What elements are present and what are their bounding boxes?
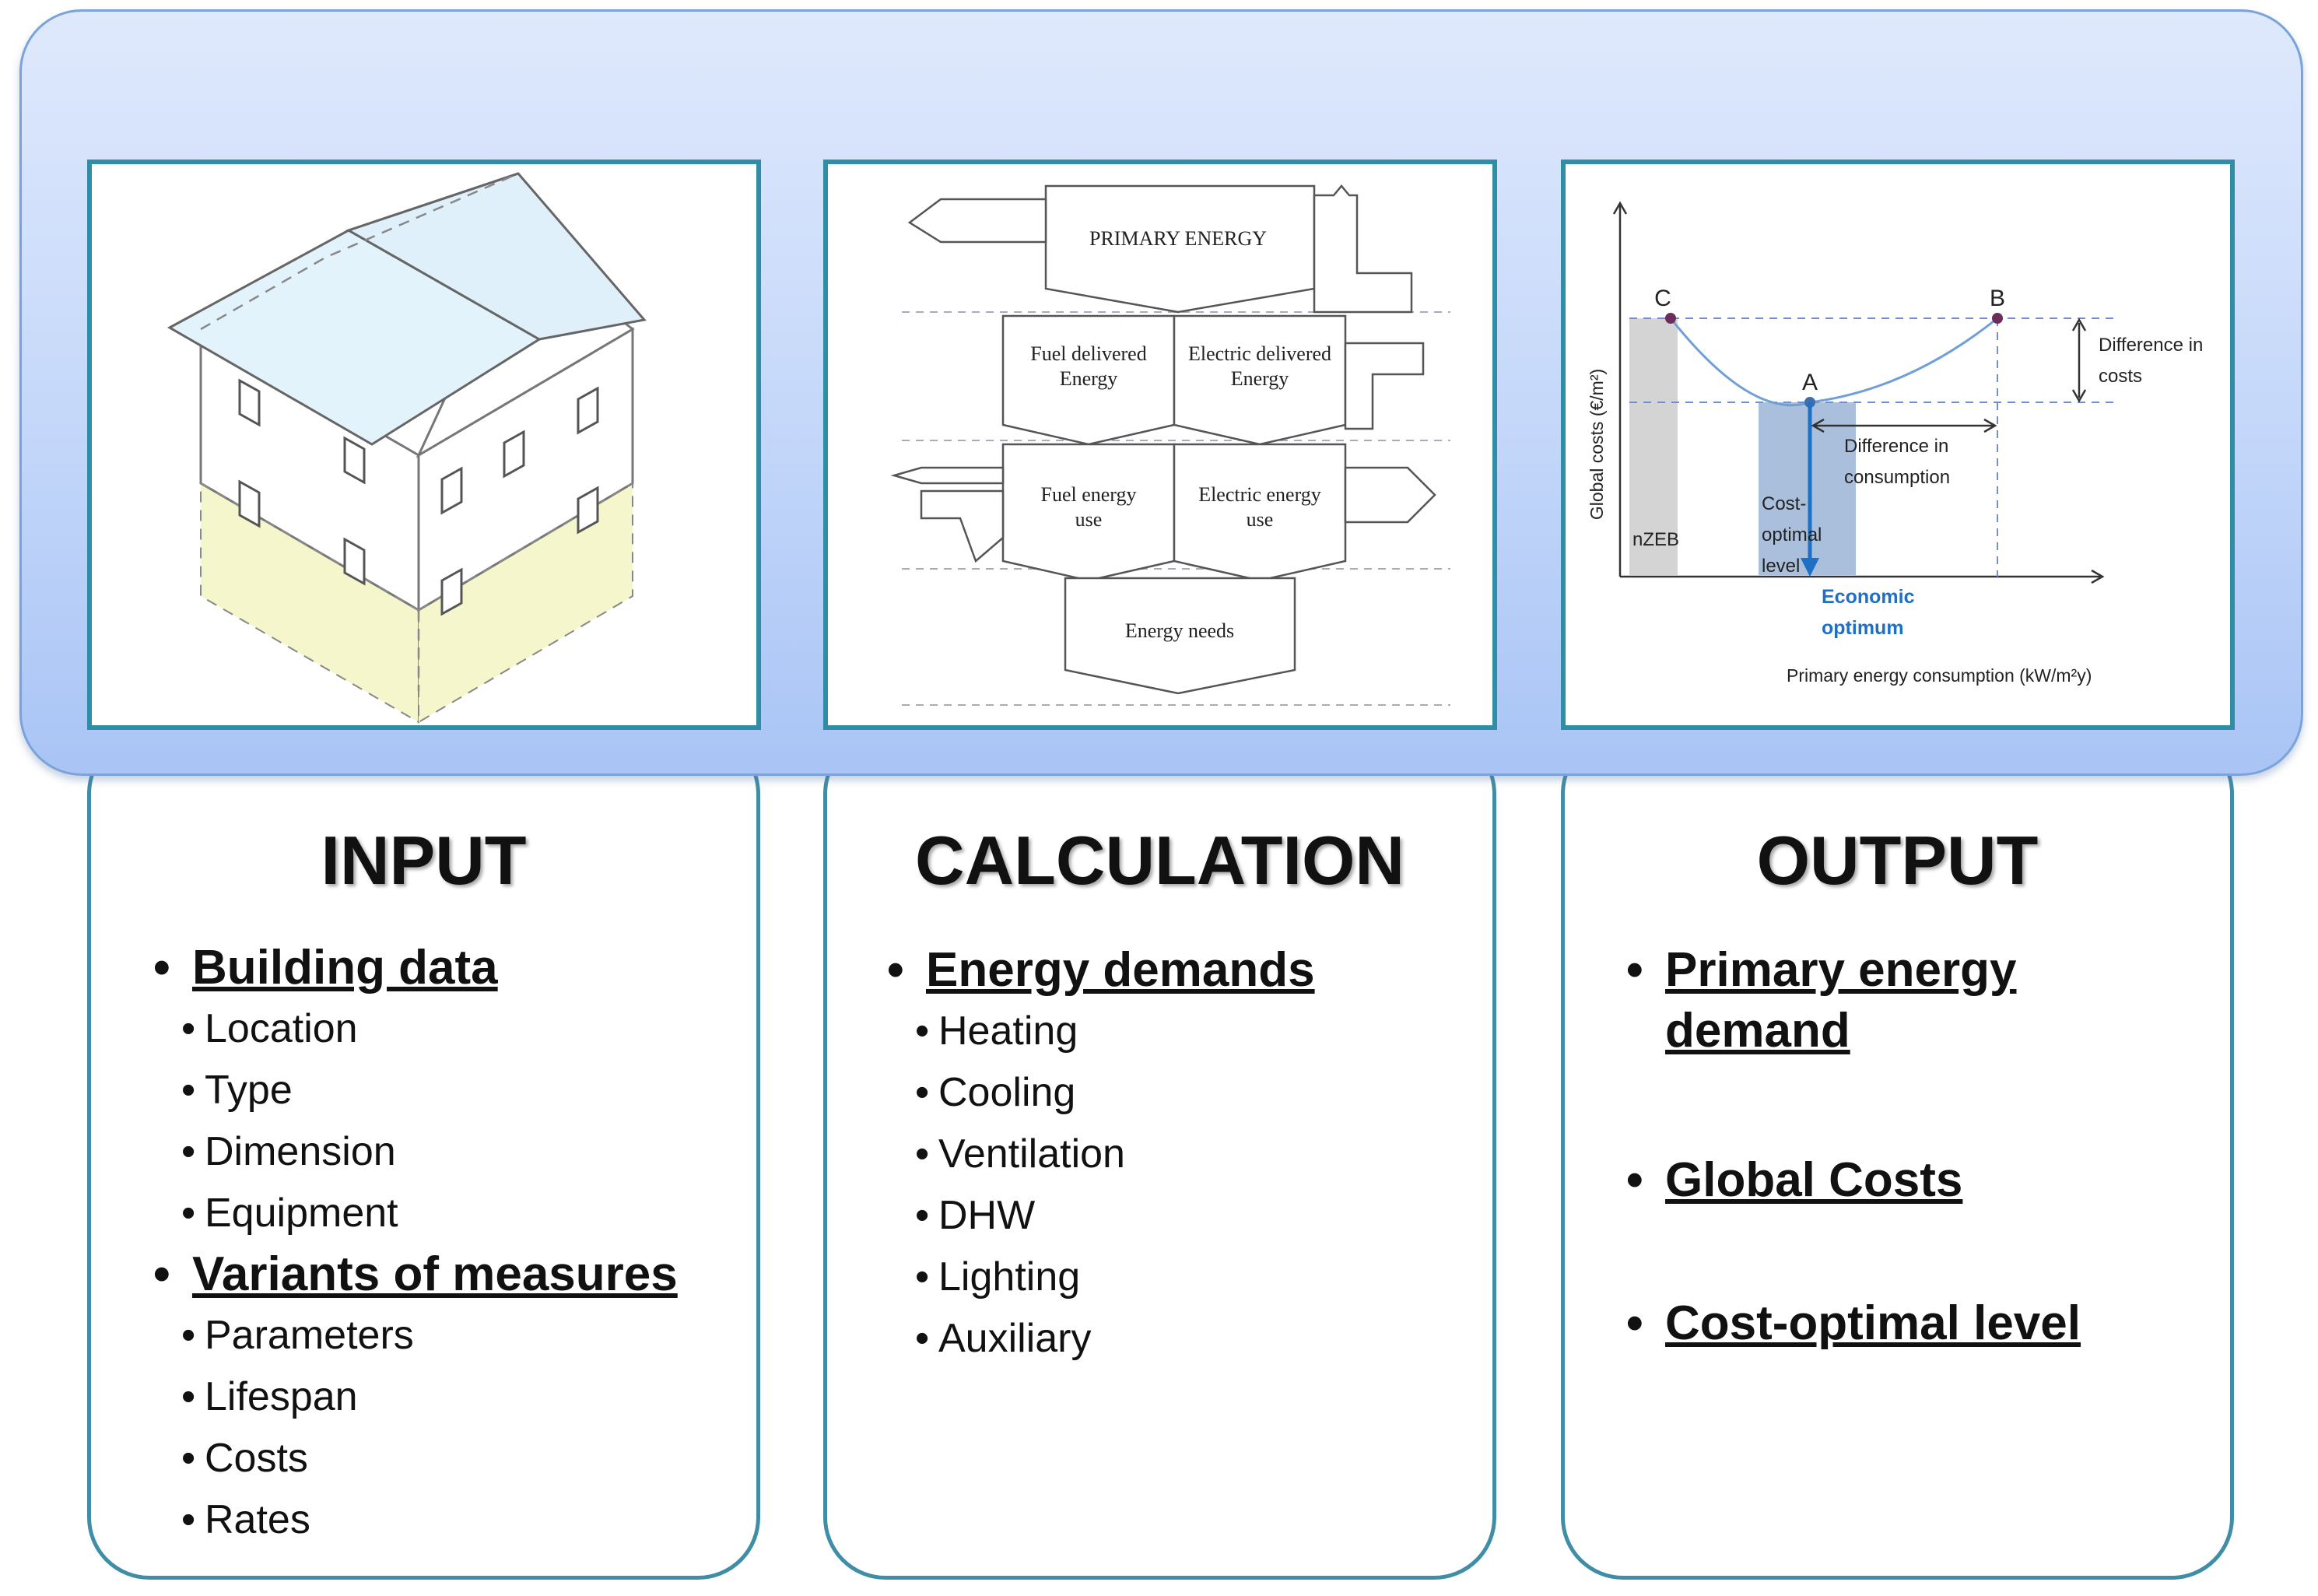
electric-use-label-2: use: [1247, 508, 1274, 531]
variants-of-measures-item: Variants of measures: [153, 1244, 678, 1305]
cost-optimal-chart-panel: C B A Difference in costs Difference in …: [1561, 160, 2235, 730]
electric-use-label-1: Electric energy: [1198, 483, 1321, 506]
dimension-item: Dimension: [181, 1121, 678, 1183]
point-b: [1992, 313, 2003, 324]
energy-flow-panel: PRIMARY ENERGY Fuel delivered Energy Ele…: [823, 160, 1497, 730]
equipment-item: Equipment: [181, 1183, 678, 1244]
diff-costs-label-2: costs: [2099, 366, 2142, 387]
x-axis-label: Primary energy consumption (kW/m²y): [1787, 665, 2092, 686]
cost-optimal-band: [1759, 402, 1856, 575]
nzeb-band: [1629, 318, 1678, 575]
output-list: Primary energy demand Global Costs Cost-o…: [1626, 940, 2081, 1354]
point-c: [1665, 313, 1676, 324]
energy-needs-label: Energy needs: [1125, 619, 1234, 642]
primary-energy-box: [1044, 184, 1316, 314]
fuel-use-label-1: Fuel energy: [1041, 483, 1137, 506]
fuel-delivered-box: [1001, 314, 1176, 446]
output-heading: OUTPUT: [1756, 822, 2039, 899]
rates-item: Rates: [181, 1489, 678, 1551]
global-costs-item: Global Costs: [1626, 1150, 2081, 1211]
diff-consumption-label-2: consumption: [1844, 467, 1950, 488]
calculation-heading: CALCULATION: [915, 822, 1404, 899]
cooling-item: Cooling: [915, 1062, 1315, 1124]
building-illustration-panel: [87, 160, 761, 730]
diff-costs-label-1: Difference in: [2099, 335, 2203, 356]
electric-delivered-label-1: Electric delivered: [1188, 342, 1331, 365]
costs-item: Costs: [181, 1428, 678, 1489]
primary-energy-demand-line-2: demand: [1665, 1004, 1850, 1058]
nzeb-label: nZEB: [1632, 529, 1679, 550]
global-cost-curve: [1669, 317, 1998, 407]
y-axis-label: Global costs (€/m²): [1587, 369, 1607, 520]
point-a-label: A: [1802, 370, 1818, 395]
fuel-delivered-label-2: Energy: [1060, 367, 1118, 390]
lighting-item: Lighting: [915, 1247, 1315, 1308]
cost-optimal-label-2: optimal: [1762, 524, 1822, 545]
primary-energy-demand-item: Primary energy demand: [1626, 940, 2081, 1061]
energy-demands-item: Energy demands: [887, 940, 1315, 1001]
input-heading: INPUT: [321, 822, 527, 899]
electric-use-box: [1173, 443, 1347, 582]
cost-optimal-chart: C B A Difference in costs Difference in …: [1587, 201, 2203, 686]
economic-optimum-label-1: Economic: [1822, 586, 1915, 608]
cost-optimal-label-3: level: [1762, 556, 1800, 577]
primary-energy-demand-line-1: Primary energy: [1665, 943, 2017, 997]
point-b-label: B: [1990, 286, 2005, 311]
ventilation-item: Ventilation: [915, 1124, 1315, 1185]
diff-consumption-label-1: Difference in: [1844, 436, 1948, 457]
auxiliary-item: Auxiliary: [915, 1308, 1315, 1370]
fuel-use-box: [1001, 443, 1176, 582]
point-c-label: C: [1654, 286, 1671, 311]
economic-optimum-label-2: optimum: [1822, 617, 1904, 639]
electric-delivered-label-2: Energy: [1231, 367, 1289, 390]
cost-optimal-label-1: Cost-: [1762, 493, 1806, 514]
building-data-item: Building data: [153, 938, 678, 998]
energy-needs-box: [1064, 577, 1296, 695]
electric-delivered-box: [1173, 314, 1347, 446]
cost-optimal-level-item: Cost-optimal level: [1626, 1293, 2081, 1354]
calculation-list: Energy demands Heating Cooling Ventilati…: [887, 940, 1315, 1370]
dhw-item: DHW: [915, 1185, 1315, 1247]
parameters-item: Parameters: [181, 1305, 678, 1366]
fuel-use-label-2: use: [1075, 508, 1103, 531]
fuel-delivered-label-1: Fuel delivered: [1030, 342, 1146, 365]
energy-flow-diagram: PRIMARY ENERGY Fuel delivered Energy Ele…: [890, 184, 1450, 706]
input-list: Building data Location Type Dimension Eq…: [153, 938, 678, 1551]
building-illustration: [167, 172, 647, 724]
heating-item: Heating: [915, 1001, 1315, 1062]
location-item: Location: [181, 998, 678, 1060]
lifespan-item: Lifespan: [181, 1366, 678, 1428]
type-item: Type: [181, 1060, 678, 1121]
primary-energy-label: PRIMARY ENERGY: [1089, 227, 1267, 250]
